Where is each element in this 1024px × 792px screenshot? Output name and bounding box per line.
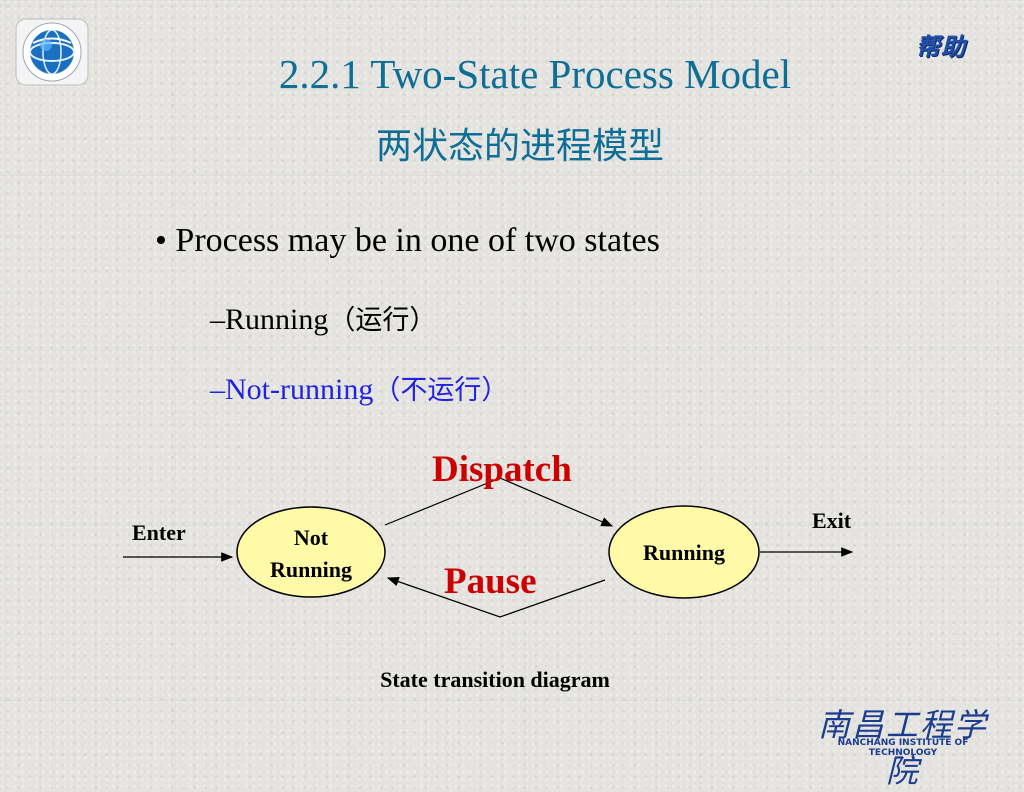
page-subtitle: 两状态的进程模型 [375, 126, 664, 167]
dispatch-arrow [384, 477, 614, 527]
not-running-state [236, 506, 386, 598]
running-state-label: Running [643, 540, 725, 565]
sub-item-not-running: –Not-running（不运行） [210, 368, 508, 407]
school-name-en: NANCHANG INSTITUTE OF TECHNOLOGY [837, 738, 969, 758]
sub-item-not-running-zh: （不运行） [373, 375, 509, 406]
institute-logo [14, 18, 90, 86]
sub-item-running-zh: （运行） [328, 305, 437, 336]
page-title: 2.2.1 Two-State Process Model [278, 51, 792, 97]
pause-arrow [386, 577, 606, 618]
sub-item-running: –Running（运行） [210, 298, 436, 337]
pause-label: Pause [444, 561, 537, 602]
exit-label: Exit [812, 508, 852, 533]
not-running-line1: Not [293, 525, 329, 550]
sub-item-running-label: –Running [210, 303, 329, 336]
not-running-line2: Running [270, 557, 352, 582]
not-running-state-label: Not Running [240, 522, 382, 586]
diagram-caption: State transition diagram [380, 667, 610, 692]
enter-label: Enter [132, 520, 186, 545]
bullet-text: • Process may be in one of two states [155, 222, 660, 259]
running-state [608, 505, 760, 599]
school-branding: 南昌工程学院 NANCHANG INSTITUTE OF TECHNOLOGY [803, 700, 1003, 790]
sub-item-not-running-label: –Not-running [210, 373, 374, 406]
dispatch-label: Dispatch [432, 449, 572, 490]
help-button[interactable]: 帮助 [916, 32, 966, 61]
globe-logo-icon [15, 18, 89, 86]
state-transition-diagram [123, 477, 854, 618]
